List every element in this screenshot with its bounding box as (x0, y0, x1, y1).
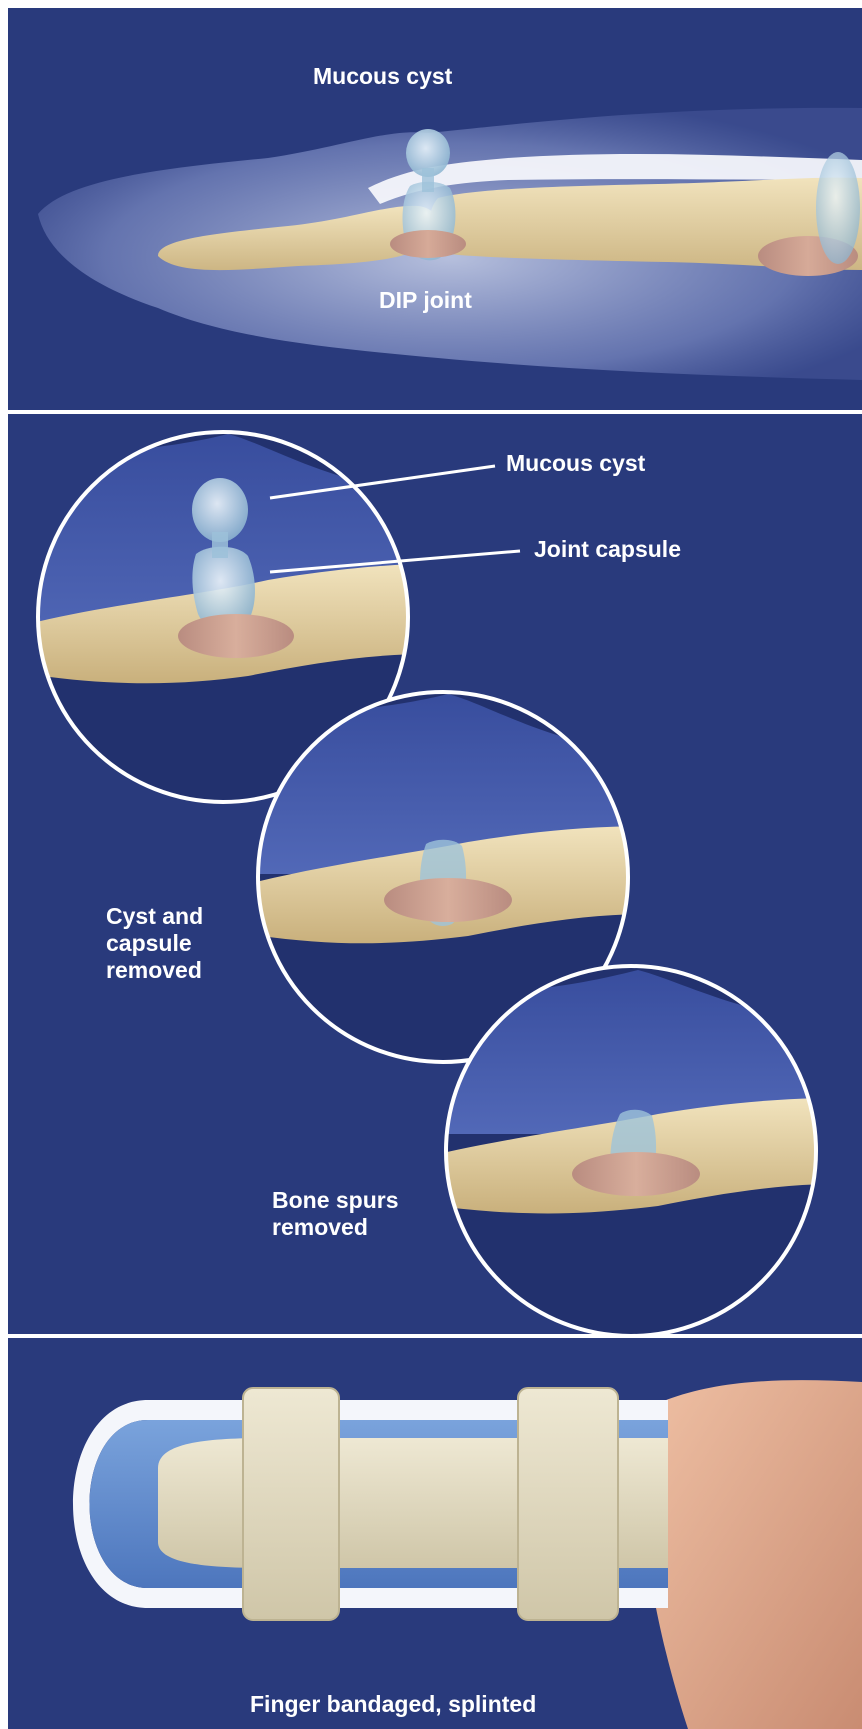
step-cyst-removed-label: Cyst and capsule removed (106, 903, 203, 984)
surgery-steps-illustration (8, 414, 862, 1334)
flexor-tendon-dip (390, 230, 466, 258)
mucous-cyst-label: Mucous cyst (313, 63, 452, 90)
step-bone-spurs-removed-label: Bone spurs removed (272, 1187, 399, 1241)
tape-strap-1 (243, 1388, 339, 1620)
bandaged-splinted-caption: Finger bandaged, splinted (250, 1691, 536, 1718)
surgery-steps-panel: Mucous cyst Joint capsule Cyst and capsu… (8, 414, 862, 1334)
tape-strap-2 (518, 1388, 618, 1620)
pip-joint-capsule (816, 152, 860, 264)
bandaged-finger-panel: Finger bandaged, splinted (8, 1338, 862, 1729)
cyst-stalk (422, 168, 434, 192)
hand (642, 1380, 862, 1729)
bandaged-splinted-finger-illustration (8, 1338, 862, 1729)
dip-joint-label: DIP joint (379, 287, 472, 314)
callout-joint-capsule-label: Joint capsule (534, 536, 681, 563)
callout-mucous-cyst-label: Mucous cyst (506, 450, 645, 477)
finger-cross-section-panel: Mucous cyst DIP joint (8, 8, 862, 410)
